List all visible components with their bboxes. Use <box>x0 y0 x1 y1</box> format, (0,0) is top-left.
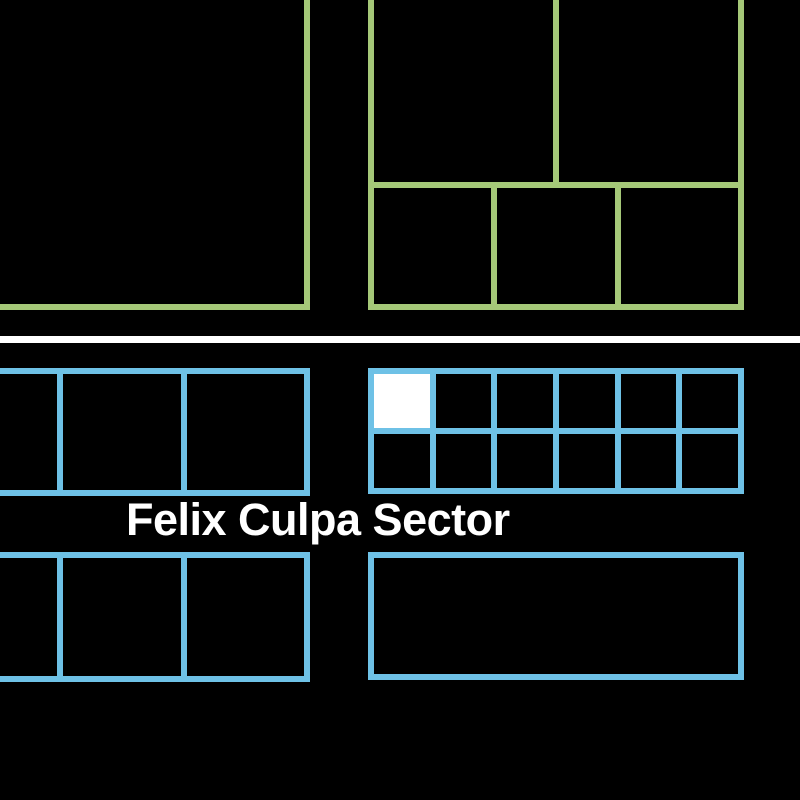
blue-cell <box>0 558 58 676</box>
tile[interactable] <box>559 374 615 428</box>
tile[interactable] <box>682 374 738 428</box>
green-cell <box>374 188 492 304</box>
blue-tile-grid <box>368 368 744 494</box>
green-panel-bottom-row <box>374 188 738 304</box>
green-cell <box>374 0 553 182</box>
green-cell <box>620 188 738 304</box>
blue-cell <box>186 558 304 676</box>
blue-strip-lower <box>0 552 310 682</box>
separator-line <box>0 336 800 343</box>
tile[interactable] <box>435 374 492 428</box>
blue-cell <box>0 374 58 490</box>
green-cell <box>497 188 615 304</box>
sector-name-label: Felix Culpa Sector <box>126 494 510 545</box>
blue-panel-plain <box>368 552 744 680</box>
tile[interactable] <box>620 374 677 428</box>
green-cell <box>559 0 738 182</box>
tile-highlighted[interactable] <box>374 374 430 428</box>
tile[interactable] <box>682 434 738 488</box>
tile[interactable] <box>374 434 430 488</box>
tile[interactable] <box>435 434 492 488</box>
blue-cell <box>186 374 304 490</box>
blue-strip-upper <box>0 368 310 496</box>
green-panel-subdivided <box>368 0 744 310</box>
blue-cell <box>63 374 181 490</box>
tile[interactable] <box>497 434 553 488</box>
blue-cell <box>63 558 181 676</box>
green-panel-large <box>0 0 310 310</box>
tile[interactable] <box>497 374 553 428</box>
green-panel-top-row <box>374 0 738 182</box>
tile[interactable] <box>559 434 615 488</box>
tile[interactable] <box>620 434 677 488</box>
